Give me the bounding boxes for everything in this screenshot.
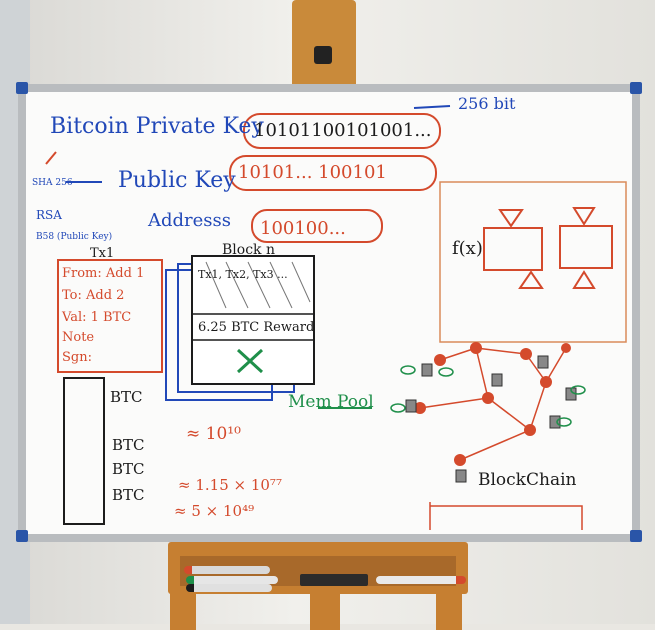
- tx-label: Tx1: [90, 246, 115, 261]
- mem-pool-label: Mem Pool: [288, 392, 374, 412]
- private-key-title: Bitcoin Private Key: [50, 114, 264, 139]
- hash-function-label: f(x): [452, 238, 483, 259]
- btc-row-1: BTC: [110, 388, 143, 406]
- red-marker[interactable]: [184, 566, 270, 574]
- address-label: Addresss: [148, 210, 232, 231]
- hash-function-frame: [439, 181, 627, 343]
- approx-2: ≈ 1.15 × 10⁷⁷: [178, 476, 282, 494]
- btc-row-3: BTC: [112, 460, 145, 478]
- binary-public: 10101... 100101: [238, 162, 387, 183]
- btc-row-4: BTC: [112, 486, 145, 504]
- frame-corner: [16, 530, 28, 542]
- approx-3: ≈ 5 × 10⁴⁹: [174, 502, 255, 520]
- easel-leg: [436, 590, 462, 630]
- rsa-label: RSA: [36, 208, 62, 222]
- frame-corner: [16, 82, 28, 94]
- tx-note: Note: [62, 330, 95, 345]
- btc-list-box: [63, 377, 105, 525]
- binary-private: 10101100101001...: [254, 120, 432, 141]
- green-marker[interactable]: [186, 576, 278, 584]
- block-label: Block n: [222, 242, 275, 258]
- red-marker-right[interactable]: [376, 576, 466, 584]
- binary-address: 100100...: [260, 218, 346, 239]
- whiteboard-drawings: [45, 105, 627, 530]
- bits-256-label: 256 bit: [458, 94, 516, 113]
- whiteboard: [26, 92, 632, 534]
- network-graph: [419, 347, 567, 461]
- sha-label: SHA 256: [32, 178, 73, 188]
- frame-corner: [630, 530, 642, 542]
- blockchain-label: BlockChain: [478, 470, 577, 490]
- black-marker[interactable]: [186, 584, 272, 592]
- transaction-box: [57, 259, 163, 373]
- tx-from: From: Add 1: [62, 266, 145, 281]
- easel-clip: [314, 46, 332, 64]
- tx-sign: Sgn:: [62, 350, 92, 365]
- whiteboard-eraser[interactable]: [300, 574, 368, 586]
- binary-capsule-3: [251, 209, 383, 243]
- btc-row-2: BTC: [112, 436, 145, 454]
- easel-leg: [170, 590, 196, 630]
- tx-val: Val: 1 BTC: [62, 310, 132, 325]
- easel-leg: [310, 590, 340, 630]
- frame-corner: [630, 82, 642, 94]
- base58-label: B58 (Public Key): [36, 232, 113, 242]
- green-x-mark: [236, 348, 264, 374]
- binary-capsule-2: [229, 155, 437, 191]
- tx-to: To: Add 2: [62, 288, 125, 303]
- binary-capsule-1: [243, 113, 441, 149]
- block-reward: 6.25 BTC Reward: [198, 320, 315, 335]
- block-txs: Tx1, Tx2, Tx3 ...: [198, 268, 288, 281]
- public-key-label: Public Key: [118, 168, 236, 193]
- approx-1: ≈ 10¹⁰: [186, 424, 241, 444]
